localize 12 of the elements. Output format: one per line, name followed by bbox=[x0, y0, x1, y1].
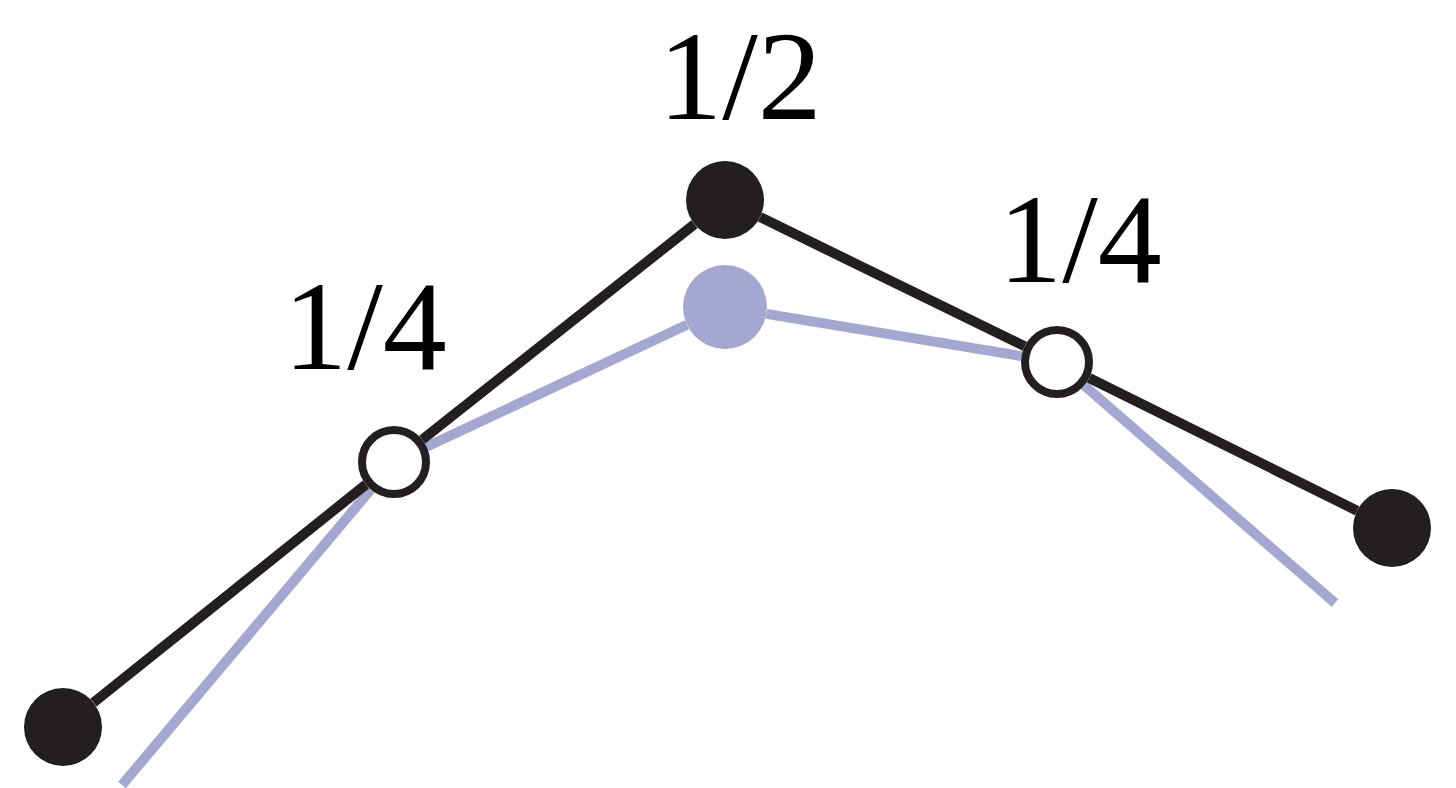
weight-label: 1/4 bbox=[998, 175, 1162, 303]
curve-segment bbox=[118, 486, 375, 788]
weight-label: 1/4 bbox=[283, 262, 447, 390]
curve-segment bbox=[1080, 381, 1339, 607]
polygon-segment bbox=[419, 220, 698, 444]
weight-label: 1/2 bbox=[658, 12, 822, 140]
curve-segment bbox=[765, 308, 1023, 362]
open-dot bbox=[358, 426, 430, 498]
polygon-segment bbox=[1087, 373, 1360, 516]
polygon-segment bbox=[757, 212, 1027, 351]
open-dot bbox=[1021, 326, 1093, 398]
curve-segment bbox=[424, 320, 690, 452]
